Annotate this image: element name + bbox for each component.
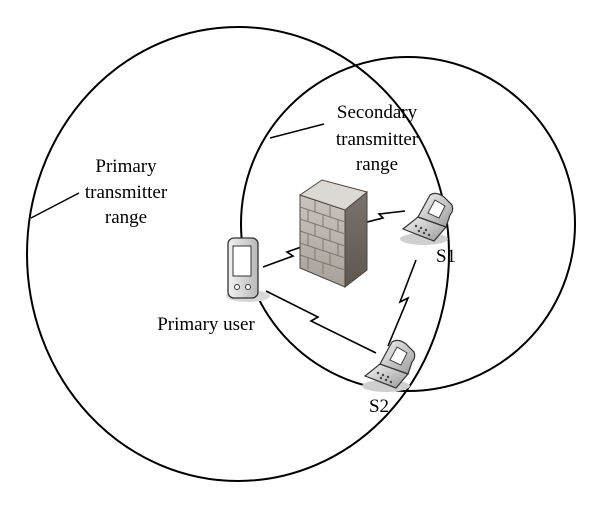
flip-phone-icon (362, 339, 416, 392)
brick-wall-icon (298, 179, 369, 289)
s2-label: S2 (369, 396, 389, 417)
link-pda-to-s2 (265, 290, 377, 354)
primary-range-line-1: Primary (95, 156, 157, 177)
secondary-range-circle (240, 56, 576, 392)
link-s1-to-s2 (387, 259, 417, 347)
primary-range-line-3: range (105, 207, 147, 228)
primary-range-leader (30, 192, 80, 219)
pda-icon (226, 237, 270, 302)
primary-range-circle (26, 26, 450, 482)
link-firewall-to-s1 (362, 210, 406, 224)
secondary-range-line-2: transmitter (336, 129, 419, 150)
secondary-range-leader (269, 123, 325, 139)
secondary-range-label: Secondary transmitter range (336, 102, 419, 175)
flip-phone-icon (400, 192, 454, 245)
primary-range-line-2: transmitter (85, 182, 168, 203)
primary-user-label: Primary user (157, 314, 255, 335)
primary-range-label: Primary transmitter range (85, 156, 168, 228)
secondary-range-line-1: Secondary (337, 102, 418, 123)
secondary-range-line-3: range (356, 154, 398, 175)
s1-label: S1 (436, 246, 456, 267)
